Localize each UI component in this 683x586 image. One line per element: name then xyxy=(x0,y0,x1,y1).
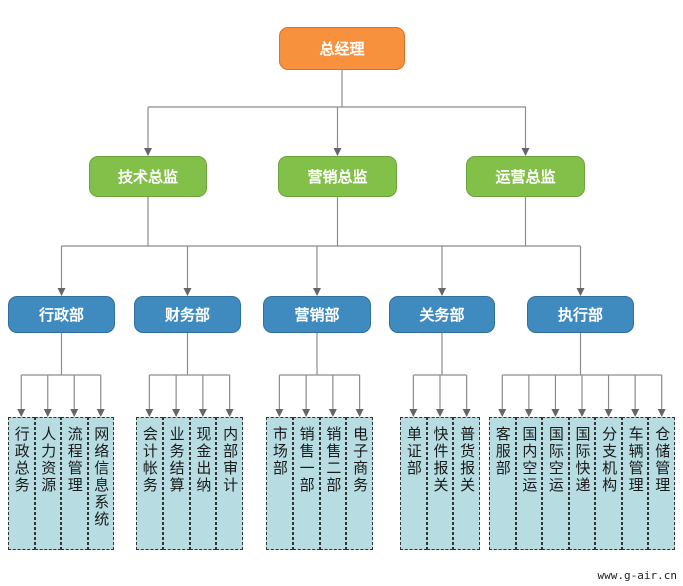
unit-label: 网络信息系统 xyxy=(92,426,111,528)
arrow-head xyxy=(436,409,444,417)
unit-box: 快件报关 xyxy=(426,417,454,550)
arrow-head xyxy=(604,409,613,417)
unit-label: 业务结算 xyxy=(167,426,186,494)
arrow-head xyxy=(144,148,152,156)
unit-box: 人力资源 xyxy=(34,417,61,550)
arrow-head xyxy=(657,409,666,417)
director-box: 营销总监 xyxy=(278,156,397,197)
department-box: 执行部 xyxy=(527,296,634,333)
unit-label: 销售一部 xyxy=(297,426,316,494)
unit-label: 内部审计 xyxy=(221,426,240,494)
unit-label: 市场部 xyxy=(270,426,289,477)
department-label: 行政部 xyxy=(38,306,84,324)
unit-label: 普货报关 xyxy=(458,426,477,494)
arrow-head xyxy=(576,288,585,296)
unit-label: 快件报关 xyxy=(431,426,450,494)
department-label: 关务部 xyxy=(419,306,465,324)
ceo-box: 总经理 xyxy=(279,27,405,70)
arrow-head xyxy=(333,148,342,156)
unit-box: 国内空运 xyxy=(515,417,543,550)
arrow-head xyxy=(70,409,79,417)
unit-box: 分支机构 xyxy=(595,417,622,550)
unit-label: 销售二部 xyxy=(324,426,343,494)
unit-label: 客服部 xyxy=(493,426,512,477)
department-label: 执行部 xyxy=(557,306,603,324)
arrow-head xyxy=(409,409,418,417)
unit-box: 业务结算 xyxy=(162,417,190,550)
unit-label: 国内空运 xyxy=(520,426,539,494)
unit-box: 电子商务 xyxy=(346,417,373,550)
arrow-head xyxy=(328,409,337,417)
unit-label: 流程管理 xyxy=(65,426,84,494)
arrow-head xyxy=(183,288,192,296)
unit-box: 国际空运 xyxy=(542,417,569,550)
arrow-head xyxy=(462,409,471,417)
arrow-head xyxy=(17,409,26,417)
arrow-head xyxy=(578,409,586,417)
unit-label: 人力资源 xyxy=(39,426,58,494)
arrow-head xyxy=(145,409,154,417)
department-box: 营销部 xyxy=(263,296,371,333)
unit-label: 现金出纳 xyxy=(194,426,213,494)
unit-label: 电子商务 xyxy=(351,426,370,494)
department-box: 关务部 xyxy=(389,296,495,333)
unit-box: 行政总务 xyxy=(8,417,35,550)
department-box: 财务部 xyxy=(134,296,241,333)
arrow-head xyxy=(225,409,234,417)
arrow-head xyxy=(96,409,105,417)
unit-box: 网络信息系统 xyxy=(87,417,114,550)
department-label: 财务部 xyxy=(164,306,210,324)
unit-box: 单证部 xyxy=(400,417,427,550)
unit-label: 会计帐务 xyxy=(140,426,159,494)
director-label: 技术总监 xyxy=(117,168,178,186)
unit-box: 销售一部 xyxy=(292,417,320,550)
unit-box: 客服部 xyxy=(489,417,516,550)
ceo-label: 总经理 xyxy=(319,40,365,58)
unit-label: 单证部 xyxy=(404,426,423,477)
unit-label: 行政总务 xyxy=(12,426,31,494)
unit-box: 市场部 xyxy=(266,417,293,550)
arrow-head xyxy=(57,288,66,296)
unit-label: 国际空运 xyxy=(546,426,565,494)
arrow-head xyxy=(313,288,321,296)
director-box: 技术总监 xyxy=(89,156,207,197)
watermark-text: www.g-air.cn xyxy=(597,569,677,582)
unit-label: 车辆管理 xyxy=(626,426,645,494)
unit-label: 国际快递 xyxy=(573,426,592,494)
unit-box: 流程管理 xyxy=(61,417,88,550)
arrow-head xyxy=(521,148,530,156)
arrow-head xyxy=(524,409,533,417)
department-label: 营销部 xyxy=(294,306,340,324)
unit-box: 国际快递 xyxy=(568,417,596,550)
arrow-head xyxy=(498,409,507,417)
arrow-head xyxy=(631,409,640,417)
unit-box: 车辆管理 xyxy=(621,417,649,550)
arrow-head xyxy=(275,409,284,417)
unit-box: 会计帐务 xyxy=(136,417,163,550)
unit-box: 仓储管理 xyxy=(648,417,675,550)
unit-box: 销售二部 xyxy=(319,417,347,550)
unit-box: 普货报关 xyxy=(453,417,480,550)
unit-label: 分支机构 xyxy=(600,426,619,494)
arrow-head xyxy=(198,409,207,417)
director-label: 运营总监 xyxy=(495,168,556,186)
arrow-head xyxy=(355,409,364,417)
department-box: 行政部 xyxy=(8,296,115,333)
director-box: 运营总监 xyxy=(466,156,585,197)
arrow-head xyxy=(43,409,52,417)
arrow-head xyxy=(551,409,560,417)
unit-label: 仓储管理 xyxy=(653,426,672,494)
unit-box: 现金出纳 xyxy=(189,417,217,550)
director-label: 营销总监 xyxy=(307,168,368,186)
unit-box: 内部审计 xyxy=(216,417,243,550)
arrow-head xyxy=(302,409,311,417)
arrow-head xyxy=(172,409,181,417)
arrow-head xyxy=(438,288,446,296)
